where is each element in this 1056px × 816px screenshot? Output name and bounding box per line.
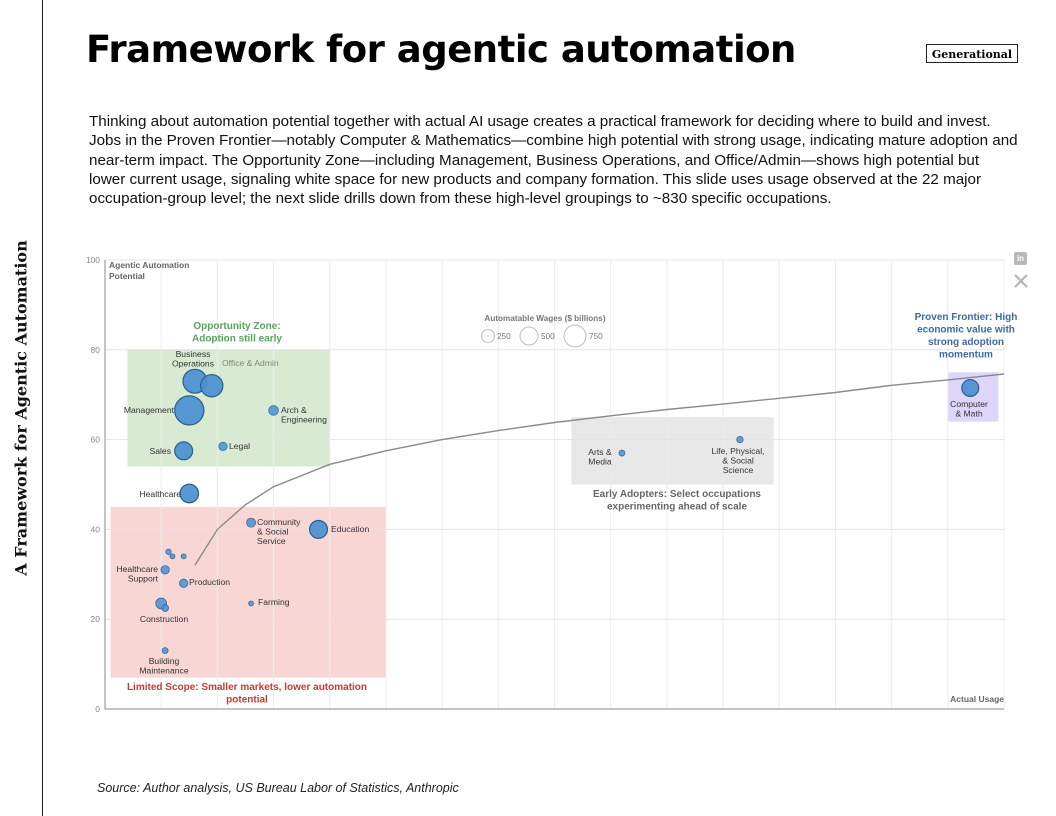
point-label: Office & Admin	[222, 358, 279, 368]
bubble-point	[736, 435, 744, 444]
point-label: Management	[124, 405, 175, 415]
bubble-point	[248, 600, 254, 607]
point-label: Healthcare	[139, 489, 181, 499]
bubbles-layer	[155, 368, 980, 655]
bubble-point	[174, 395, 205, 426]
size-legend-title: Automatable Wages ($ billions)	[484, 314, 605, 323]
point-label: Sales	[150, 446, 172, 456]
bubble-point	[218, 441, 228, 451]
bubble-point	[174, 441, 194, 461]
grid-layer	[104, 259, 1005, 709]
zone-early	[571, 417, 774, 485]
intro-paragraph: Thinking about automation potential toge…	[89, 113, 1018, 208]
y-tick-label: 20	[91, 614, 101, 624]
bubble-point	[200, 373, 224, 398]
point-label: Arts &Media	[588, 447, 612, 467]
y-tick-label: 100	[86, 255, 100, 265]
zone-limited	[110, 506, 386, 678]
side-rule	[42, 0, 43, 816]
source-note: Source: Author analysis, US Bureau Labor…	[97, 781, 459, 795]
bubble-point	[618, 449, 626, 457]
bubble-point	[179, 578, 189, 588]
bubble-point	[180, 553, 187, 560]
labels-layer: Opportunity Zone:Adoption still earlyLim…	[116, 312, 1017, 706]
bubble-point	[961, 378, 980, 397]
bubble-point	[308, 519, 329, 539]
generational-tag: Generational	[926, 44, 1018, 63]
point-label: Production	[189, 577, 230, 587]
size-legend: Automatable Wages ($ billions) 250 500 750	[481, 314, 606, 348]
point-label: Farming	[258, 597, 290, 607]
x-axis-label: Actual Usage	[950, 694, 1004, 704]
y-tick-label: 60	[91, 435, 101, 445]
bubble-point	[268, 405, 279, 416]
bubble-point	[160, 565, 170, 575]
size-legend-circle	[519, 326, 539, 346]
point-label: Education	[331, 524, 369, 534]
y-tick-label: 80	[91, 345, 101, 355]
size-legend-circle	[563, 324, 587, 348]
y-tick-label: 40	[91, 524, 101, 534]
zone-label-opportunity: Opportunity Zone:Adoption still early	[192, 321, 282, 345]
x-icon[interactable]	[1014, 274, 1028, 288]
size-legend-value: 750	[589, 332, 603, 341]
point-label: Computer& Math	[950, 399, 988, 419]
bubble-point	[246, 517, 257, 528]
bubble-point	[161, 647, 169, 655]
bubble-point	[161, 604, 169, 612]
trend-curve	[194, 373, 1005, 566]
point-label: Legal	[229, 441, 250, 451]
trend-layer	[194, 373, 1005, 566]
size-legend-value: 500	[541, 332, 555, 341]
size-legend-circle	[481, 329, 495, 343]
bubble-point	[179, 483, 200, 504]
bubble-point	[165, 548, 172, 555]
y-tick-label: 0	[95, 704, 100, 714]
page-title: Framework for agentic automation	[86, 28, 796, 71]
zone-label-limited: Limited Scope: Smaller markets, lower au…	[127, 682, 367, 706]
bubble-point	[169, 553, 176, 560]
linkedin-icon[interactable]: in	[1014, 252, 1027, 265]
point-label: Arch &Engineering	[281, 405, 327, 425]
point-label: Construction	[140, 614, 188, 624]
size-legend-value: 250	[497, 332, 511, 341]
